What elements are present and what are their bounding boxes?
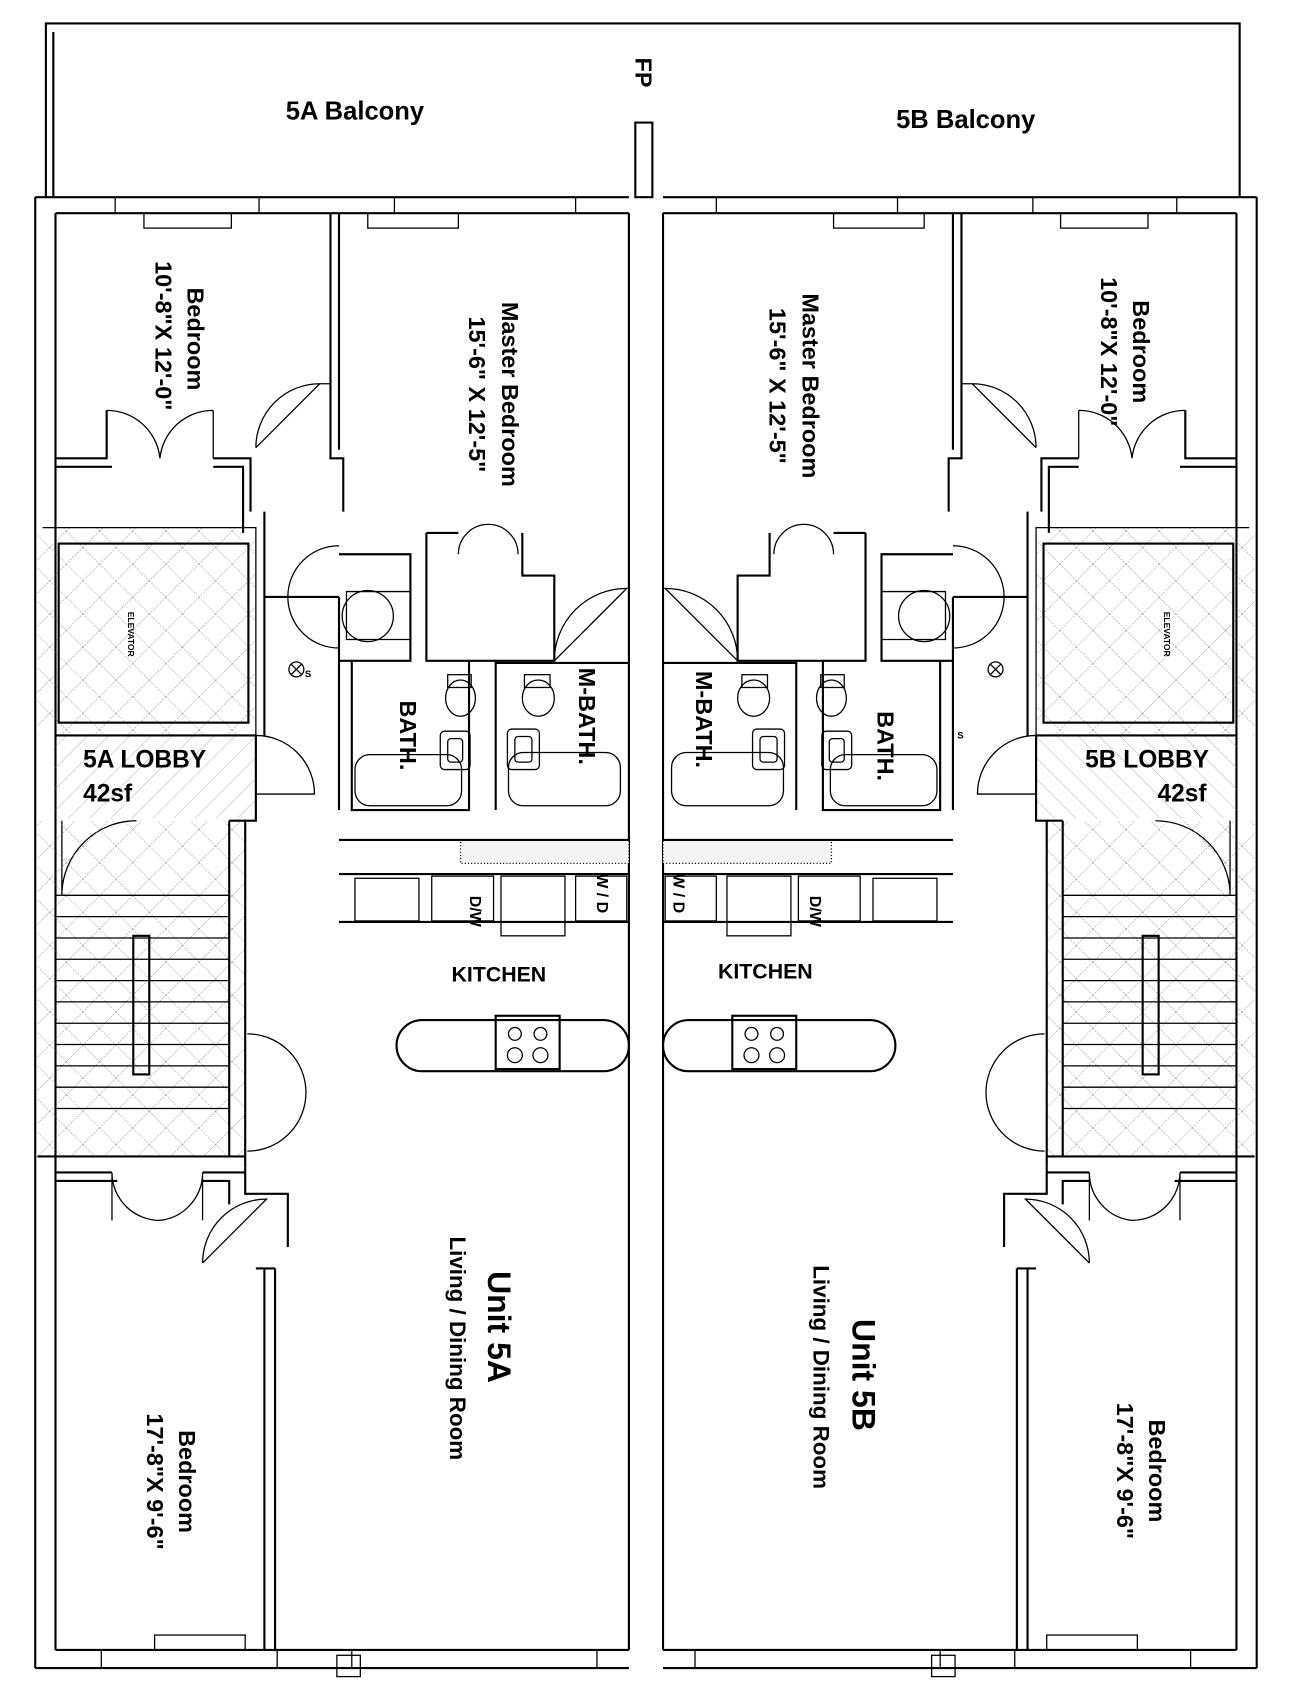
- master-b-name: Master Bedroom: [798, 293, 824, 478]
- living-b-label: Living / Dining Room: [808, 1265, 833, 1489]
- lobby-b-label: 5B LOBBY: [1085, 746, 1209, 773]
- living-a-label: Living / Dining Room: [445, 1236, 470, 1460]
- kitchen-b-label: KITCHEN: [718, 959, 813, 983]
- mbath-a-label: M-BATH.: [574, 668, 600, 765]
- unit-5a-plan: [34, 196, 630, 1678]
- bedroom-bottom-a-size: 17'-8"X 9'-6": [142, 1413, 168, 1549]
- bedroom-bottom-b-size: 17'-8"X 9'-6": [1112, 1403, 1138, 1539]
- bedroom-top-a-size: 10'-8"X 12'-0": [151, 261, 177, 410]
- dw-b-label: D/W: [806, 896, 823, 928]
- balcony-5b-label: 5B Balcony: [896, 106, 1036, 134]
- bath-b-label: BATH.: [872, 711, 898, 781]
- unit-5b-label: Unit 5B: [846, 1319, 882, 1431]
- master-a-size: 15'-6" X 12'-5": [464, 316, 490, 472]
- elevator-a-label: ELEVATOR: [126, 612, 136, 657]
- smoke-b-label: S: [957, 731, 964, 742]
- bedroom-top-a-name: Bedroom: [183, 288, 209, 391]
- balcony: [44, 22, 1241, 199]
- kitchen-a-label: KITCHEN: [452, 963, 547, 987]
- balcony-5a-label: 5A Balcony: [286, 97, 425, 125]
- master-b-size: 15'-6" X 12'-5": [765, 308, 791, 464]
- bedroom-bottom-a-name: Bedroom: [174, 1430, 200, 1533]
- bedroom-top-b-size: 10'-8"X 12'-0": [1096, 277, 1122, 426]
- dw-a-label: D/W: [466, 896, 483, 928]
- wd-a-label: W / D: [593, 873, 610, 913]
- fireplace-label: FP: [630, 58, 656, 88]
- unit-5a-label: Unit 5A: [481, 1271, 517, 1383]
- lobby-a-area: 42sf: [83, 781, 133, 808]
- master-a-name: Master Bedroom: [497, 302, 523, 487]
- lobby-a-label: 5A LOBBY: [83, 746, 206, 773]
- bedroom-top-b-name: Bedroom: [1128, 300, 1154, 403]
- mbath-b-label: M-BATH.: [691, 671, 717, 768]
- smoke-a-label: S: [305, 669, 312, 680]
- bedroom-bottom-b-name: Bedroom: [1144, 1419, 1170, 1522]
- lobby-b-area: 42sf: [1158, 781, 1208, 808]
- elevator-b-label: ELEVATOR: [1162, 612, 1172, 657]
- wd-b-label: W / D: [670, 873, 687, 913]
- bath-a-label: BATH.: [395, 701, 421, 771]
- fireplace-flue: [634, 121, 654, 199]
